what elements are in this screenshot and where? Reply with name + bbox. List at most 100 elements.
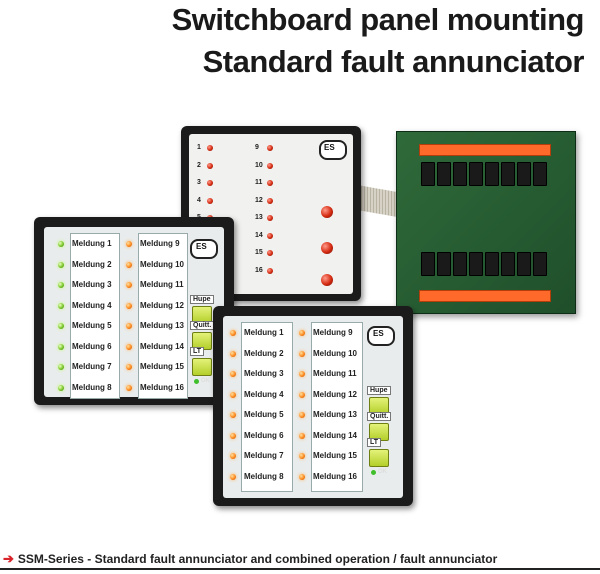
relay [533, 162, 547, 186]
channel-label: Meldung 1 [72, 239, 112, 248]
status-led [126, 364, 132, 370]
button-label: LT [190, 347, 205, 356]
channel-label: Meldung 3 [244, 369, 284, 378]
relay [453, 162, 467, 186]
relay [469, 162, 483, 186]
brand-logo [190, 239, 218, 259]
channel-label: Meldung 16 [140, 382, 185, 392]
status-led [299, 453, 305, 459]
status-led [267, 180, 273, 186]
red-lamp-1 [321, 206, 333, 218]
relay [517, 162, 531, 186]
status-led [299, 432, 305, 439]
relay [469, 252, 483, 276]
status-led [58, 384, 64, 391]
status-led [230, 473, 236, 480]
channel-number: 3 [197, 179, 201, 186]
status-led [299, 371, 305, 377]
button-label: Quitt. [367, 412, 392, 421]
status-led [299, 330, 305, 336]
relay [453, 252, 467, 276]
brand-logo [367, 326, 395, 346]
channel-label: Meldung 12 [313, 389, 358, 399]
channel-label: Meldung 14 [313, 430, 358, 440]
channel-label: Meldung 10 [140, 259, 185, 269]
page-title-line1: Switchboard panel mounting [171, 2, 585, 37]
channel-number: 4 [197, 196, 201, 204]
channel-label: Meldung 8 [72, 382, 112, 392]
status-led [58, 241, 64, 247]
series-footer: ➔SSM-Series - Standard fault annunciator… [3, 551, 497, 567]
relay-board [396, 131, 576, 314]
status-led [230, 350, 236, 357]
channel-label: Meldung 2 [244, 348, 284, 358]
status-led [230, 371, 236, 377]
function-button [192, 358, 212, 376]
channel-label: Meldung 15 [313, 451, 358, 460]
label-strip-left [70, 233, 120, 399]
ok-label: OK [201, 378, 210, 384]
button-label: Hupe [367, 386, 391, 395]
red-lamp-3 [321, 274, 333, 286]
terminal-strip-bottom [419, 290, 551, 302]
relay [421, 162, 435, 186]
channel-number: 2 [197, 161, 201, 169]
status-led [58, 323, 64, 329]
status-led [230, 412, 236, 418]
status-led [207, 162, 213, 169]
channel-number: 1 [197, 144, 201, 151]
channel-label: Meldung 6 [72, 341, 112, 351]
label-strip-right [311, 322, 363, 492]
status-led [230, 432, 236, 439]
right-arrow-icon: ➔ [3, 551, 14, 566]
channel-label: Meldung 7 [244, 451, 284, 460]
status-led [58, 343, 64, 350]
status-led [230, 330, 236, 336]
status-led [58, 302, 64, 309]
channel-number: 11 [255, 179, 263, 186]
status-led [58, 364, 64, 370]
status-led [267, 267, 273, 274]
status-led [267, 250, 273, 256]
channel-number: 9 [255, 144, 259, 151]
status-led [207, 180, 213, 186]
status-led [299, 473, 305, 480]
relay [437, 252, 451, 276]
ok-label: OK [378, 469, 387, 475]
relay [485, 252, 499, 276]
relay [437, 162, 451, 186]
channel-number: 13 [255, 214, 263, 221]
series-description: SSM-Series - Standard fault annunciator … [17, 552, 498, 566]
brand-logo-text: ES [373, 329, 384, 338]
status-led [267, 215, 273, 221]
status-led [267, 145, 273, 151]
button-label: Hupe [190, 295, 214, 304]
channel-label: Meldung 13 [140, 321, 185, 330]
red-lamp-2 [321, 242, 333, 254]
channel-label: Meldung 5 [72, 321, 112, 330]
channel-label: Meldung 14 [140, 341, 185, 351]
channel-number: 10 [255, 161, 263, 169]
channel-label: Meldung 12 [140, 300, 185, 310]
relay [421, 252, 435, 276]
button-label: LT [367, 438, 382, 447]
channel-label: Meldung 11 [313, 369, 357, 378]
channel-label: Meldung 3 [72, 280, 112, 289]
channel-label: Meldung 6 [244, 430, 284, 440]
status-led [126, 343, 132, 350]
relay [501, 252, 515, 276]
channel-number: 15 [255, 249, 263, 256]
channel-label: Meldung 5 [244, 410, 284, 419]
status-led [126, 241, 132, 247]
status-led [299, 350, 305, 357]
footer-rule [0, 568, 600, 570]
status-led [207, 197, 213, 204]
status-led [230, 453, 236, 459]
channel-label: Meldung 4 [72, 300, 112, 310]
relay [533, 252, 547, 276]
status-led [126, 323, 132, 329]
brand-logo-text: ES [324, 143, 335, 152]
relay [485, 162, 499, 186]
status-led [126, 384, 132, 391]
